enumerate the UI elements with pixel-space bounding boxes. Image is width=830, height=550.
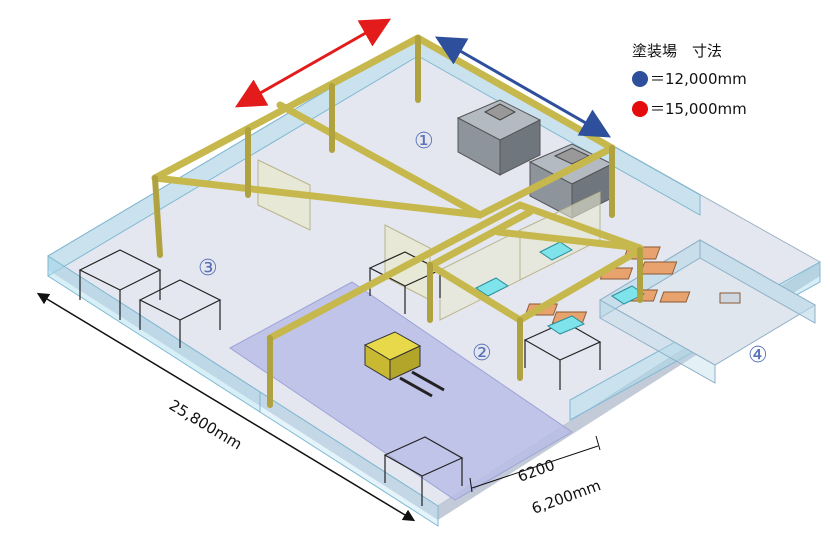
dimension-arrow-15000: [234, 18, 392, 108]
legend-item-red: ＝15,000mm: [632, 98, 747, 119]
dimension-line-width: [471, 445, 599, 489]
zone-label-2: ②: [472, 341, 492, 366]
cyan-tables: [475, 241, 645, 335]
paint-booth-2: [528, 143, 614, 219]
dimension-line-length: [36, 292, 416, 522]
blue-dot-icon: [632, 70, 648, 87]
zone-label-1: ①: [414, 129, 434, 154]
legend-item-blue: ＝12,000mm: [632, 68, 747, 89]
length-label: 25,800mm: [166, 396, 245, 454]
zone-label-3: ③: [198, 256, 218, 281]
legend-title: 塗装場 寸法: [632, 42, 723, 60]
legend-item-red-label: ＝15,000mm: [650, 100, 747, 118]
width-long-label: 6,200mm: [529, 476, 603, 518]
zone-label-4: ④: [748, 343, 768, 368]
red-dot-icon: [632, 100, 648, 117]
legend-item-blue-label: ＝12,000mm: [650, 70, 747, 88]
dimension-arrow-12000: [434, 36, 612, 138]
